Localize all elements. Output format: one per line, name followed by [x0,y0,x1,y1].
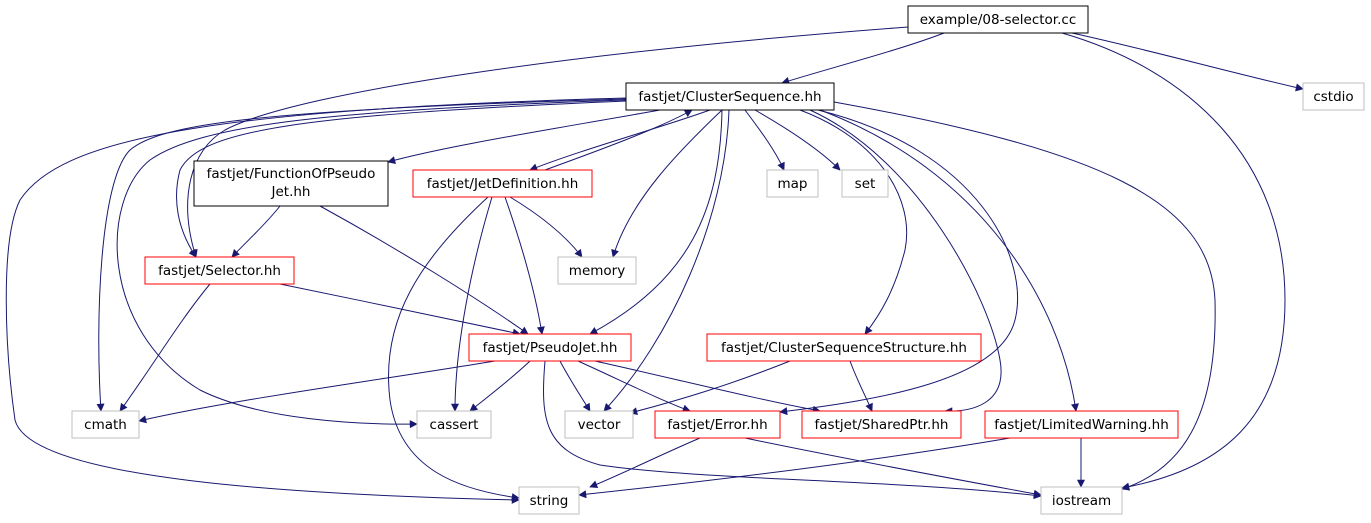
edge-pseudojet-to-cmath [138,360,496,424]
node-label: set [855,176,876,192]
node-label: iostream [1052,493,1111,509]
node-shared-ptr[interactable]: fastjet/SharedPtr.hh [801,410,962,439]
edge-error-to-string [589,437,701,489]
node-label: fastjet/PseudoJet.hh [483,340,618,356]
edge-cluster_sequence-to-pseudojet [589,109,723,335]
node-pseudojet[interactable]: fastjet/PseudoJet.hh [468,333,632,362]
edge-error-to-iostream [744,437,1042,498]
edge-cluster_sequence-to-limited_warning [819,109,1079,412]
edge-function_of_pseudojet-to-pseudojet [319,205,529,335]
node-root-file: example/08-selector.cc [907,5,1089,34]
node-cluster-sequence-structure[interactable]: fastjet/ClusterSequenceStructure.hh [706,333,982,362]
edge-jet_definition-to-string [388,196,520,501]
node-memory[interactable]: memory [557,256,637,285]
node-cmath[interactable]: cmath [71,410,140,439]
edge-cluster_sequence-to-function_of_pseudojet [387,109,661,164]
node-label: map [778,176,808,192]
node-label: example/08-selector.cc [920,12,1077,28]
node-vector[interactable]: vector [564,410,634,439]
node-selector-hh[interactable]: fastjet/Selector.hh [144,256,295,285]
edge-cluster_sequence-to-cassert [116,99,627,429]
edge-cluster_sequence-to-set [754,109,841,171]
node-label: fastjet/LimitedWarning.hh [994,417,1169,433]
edge-selector_cc-to-selector_hh [187,26,909,258]
edge-selector_cc-to-cstdio [1071,32,1304,92]
edge-jet_definition-to-cassert [451,196,493,412]
edge-jet_definition-to-pseudojet [504,196,545,335]
edge-selector_hh-to-cmath [119,283,211,412]
node-map[interactable]: map [766,169,819,198]
node-label-line-2: Jet.hh [271,184,311,200]
node-label: cassert [430,417,479,433]
edge-pseudojet-to-cassert [469,360,531,412]
node-label: fastjet/JetDefinition.hh [427,176,579,192]
edge-selector_cc-to-cluster_sequence [781,32,945,85]
node-error[interactable]: fastjet/Error.hh [654,410,781,439]
node-label-line-1: fastjet/FunctionOfPseudo [207,166,376,182]
node-label: fastjet/Selector.hh [158,263,281,279]
edge-cluster_sequence-to-cs_structure [799,109,908,335]
node-label: vector [578,417,621,433]
edge-cs_structure-to-vector [629,360,791,416]
edge-selector_hh-to-pseudojet [279,283,521,337]
node-label: cmath [84,417,127,433]
node-cluster-sequence[interactable]: fastjet/ClusterSequence.hh [625,82,835,111]
edge-cluster_sequence-to-string [5,97,627,504]
node-jet-definition[interactable]: fastjet/JetDefinition.hh [412,169,593,198]
node-label: fastjet/Error.hh [667,417,767,433]
edge-cluster_sequence-to-selector_hh [176,100,627,258]
node-label: cstdio [1313,89,1353,105]
edge-cluster_sequence-to-error [779,109,1019,416]
edge-cluster_sequence-to-memory [611,109,723,258]
edge-cluster_sequence-to-iostream [833,101,1216,491]
edge-limited_warning-to-string [578,437,1011,499]
edge-cs_structure-to-shared_ptr [849,360,873,412]
edge-jet_definition-to-cluster_sequence [544,109,693,171]
edge-cluster_sequence-to-jet_definition [529,109,711,172]
node-label: fastjet/ClusterSequenceStructure.hh [721,340,967,356]
node-cstdio[interactable]: cstdio [1302,82,1365,111]
edge-selector_cc-to-iostream [1061,32,1286,491]
include-edges [5,26,1304,504]
edge-cluster_sequence-to-vector [603,109,730,412]
edge-jet_definition-to-memory [509,196,583,258]
edge-pseudojet-to-error [577,360,691,413]
node-cassert[interactable]: cassert [416,410,492,439]
node-function-of-pseudojet[interactable]: fastjet/FunctionOfPseudo Jet.hh [193,160,389,207]
edge-function_of_pseudojet-to-selector_hh [231,205,281,258]
node-string[interactable]: string [518,486,580,515]
node-label: string [530,493,569,509]
edge-pseudojet-to-iostream [543,360,1042,500]
node-limited-warning[interactable]: fastjet/LimitedWarning.hh [984,410,1179,439]
node-label: fastjet/SharedPtr.hh [815,417,949,433]
node-iostream[interactable]: iostream [1040,486,1123,515]
edge-pseudojet-to-vector [559,360,591,412]
edge-cluster_sequence-to-shared_ptr [809,109,1002,416]
node-label: memory [569,263,625,279]
edge-pseudojet-to-shared_ptr [594,360,821,414]
node-label: fastjet/ClusterSequence.hh [638,89,821,105]
node-set[interactable]: set [841,169,889,198]
header-nodes: example/08-selector.cc cstdio fastjet/Cl… [71,5,1365,515]
edge-cluster_sequence-to-map [744,109,785,171]
